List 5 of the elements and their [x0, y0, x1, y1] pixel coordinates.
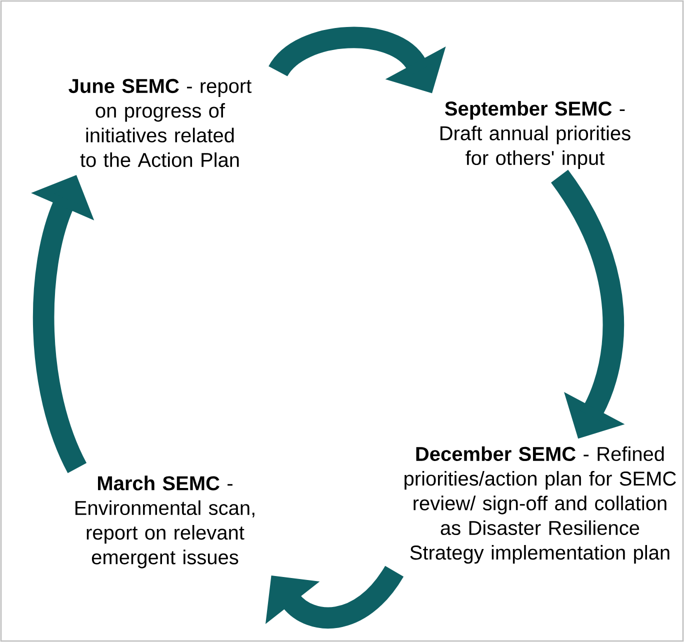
curved-arrow: [266, 565, 404, 628]
step-text: September SEMC - Draft annual priorities for others' input: [440, 101, 630, 169]
step-text: December SEMC - Refined priorities/action plan for SEMC review/ sign-off and collation as Disaster Resilience Strategy implementation plan: [404, 446, 676, 564]
step-text: March SEMC - Environmental scan, report on relevant emergent issues: [75, 476, 254, 568]
step-text: June SEMC - report on progress of initiatives related to the Action Plan: [68, 78, 252, 168]
